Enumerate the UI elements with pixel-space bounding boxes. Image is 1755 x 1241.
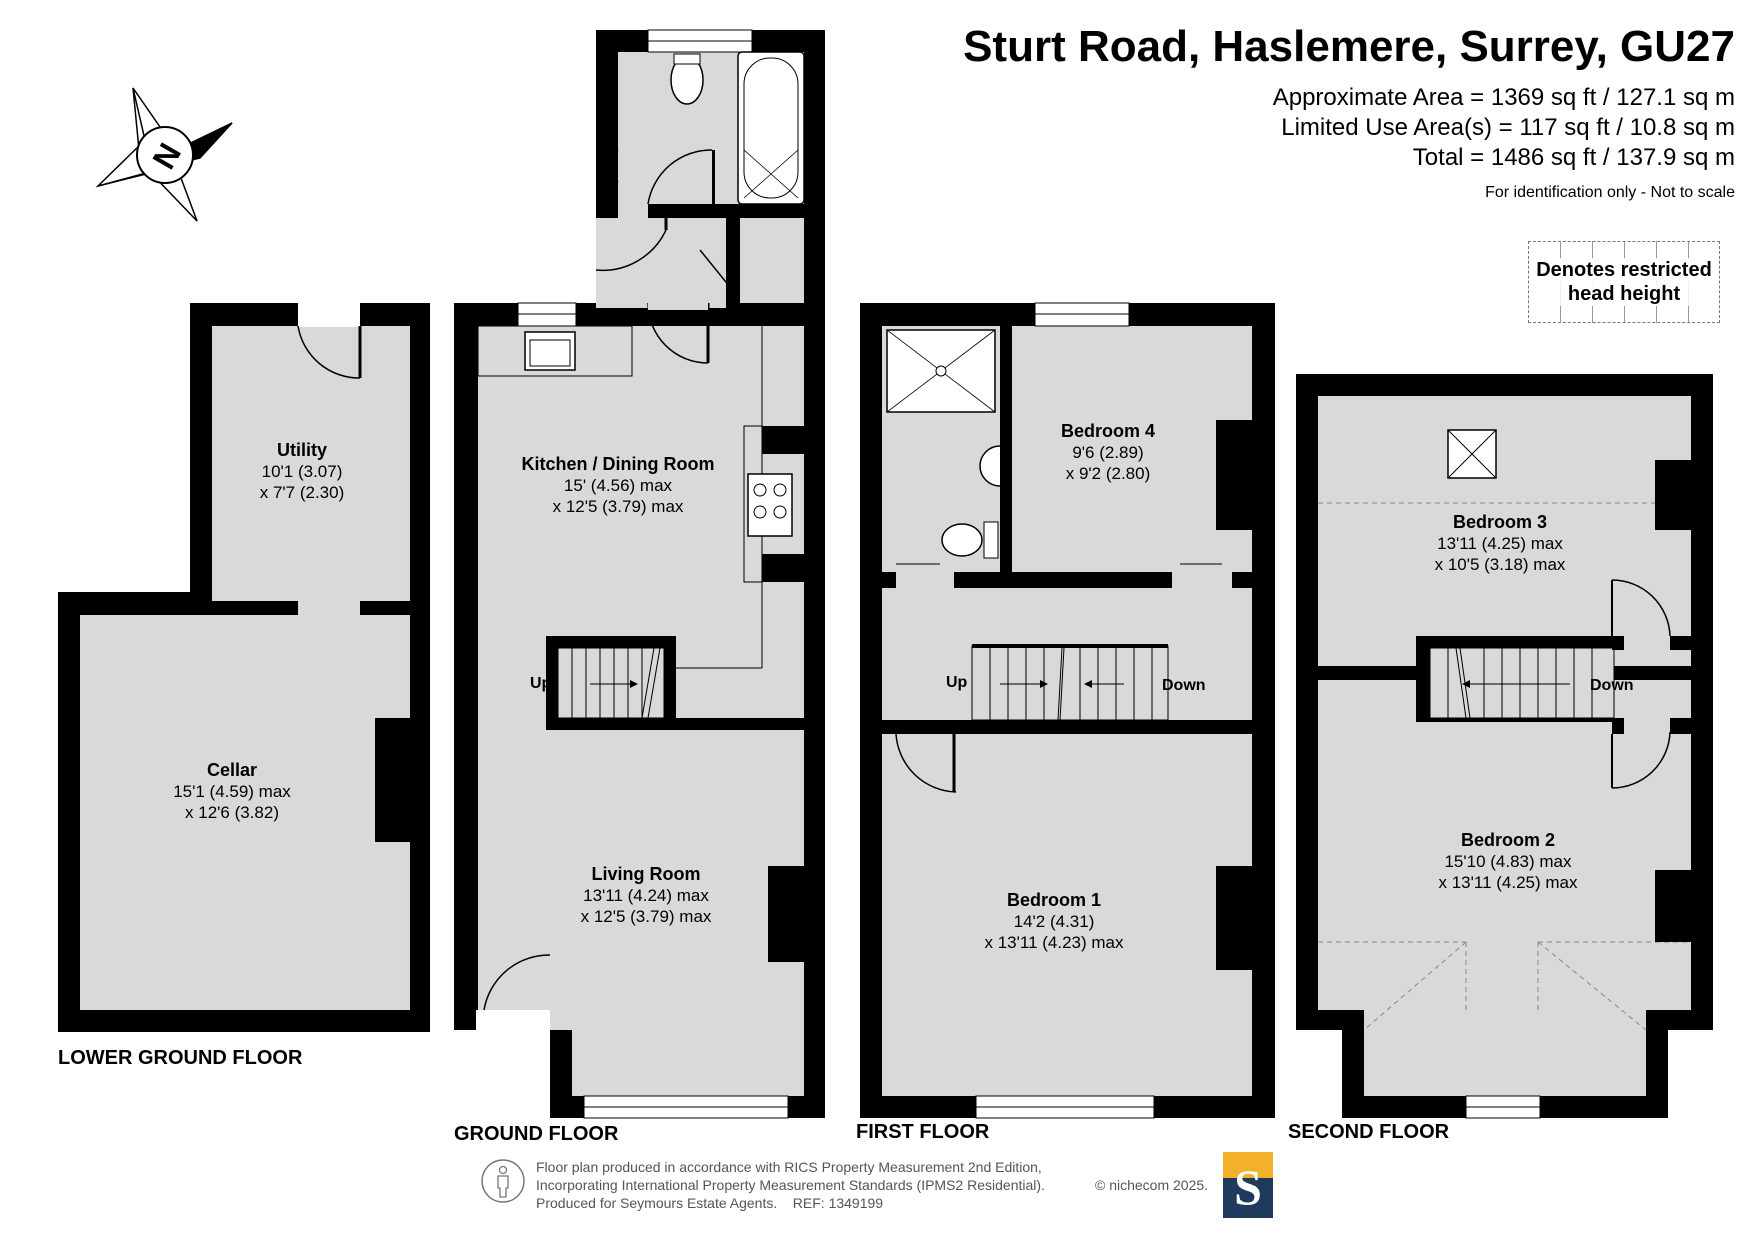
second-floor-plan — [1296, 374, 1714, 1119]
bedroom1-name: Bedroom 1 — [1007, 890, 1101, 910]
utility-dim2: x 7'7 (2.30) — [260, 483, 345, 502]
utility-name: Utility — [277, 440, 327, 460]
bedroom2-dim1: 15'10 (4.83) max — [1444, 852, 1572, 871]
first-stairs-up: Up — [946, 674, 968, 691]
legend-line2: head height — [1567, 283, 1681, 305]
lower-ground-floor-label: LOWER GROUND FLOOR — [58, 1047, 303, 1069]
bedroom1-room — [882, 734, 1252, 1096]
ground-stairs-up: Up — [530, 675, 552, 692]
stair-labels: Up Up Down Down — [530, 674, 1634, 694]
property-title: Sturt Road, Haslemere, Surrey, GU27 — [963, 22, 1735, 71]
bedroom4-dim2: x 9'2 (2.80) — [1066, 464, 1151, 483]
bedroom3-dim1: 13'11 (4.25) max — [1437, 534, 1563, 553]
cellar-name: Cellar — [207, 760, 257, 780]
second-stairs-down: Down — [1590, 677, 1634, 694]
bedroom1-dim1: 14'2 (4.31) — [1014, 912, 1095, 931]
cellar-dim1: 15'1 (4.59) max — [173, 782, 291, 801]
person-icon — [481, 1159, 525, 1203]
copyright: © nichecom 2025. — [1095, 1177, 1209, 1193]
bedroom4-name: Bedroom 4 — [1061, 421, 1155, 441]
legend-line1: Denotes restricted — [1536, 259, 1712, 281]
bedroom2-room — [1318, 680, 1691, 1010]
floor-labels: LOWER GROUND FLOOR GROUND FLOOR FIRST FL… — [58, 1047, 1450, 1145]
bedroom4-dim1: 9'6 (2.89) — [1072, 443, 1143, 462]
ground-floor-label: GROUND FLOOR — [454, 1123, 619, 1145]
utility-room — [212, 326, 410, 601]
bedroom4-room — [1012, 326, 1252, 572]
first-floor-label: FIRST FLOOR — [856, 1121, 990, 1143]
ground-floor-plan — [454, 29, 825, 1119]
utility-dim1: 10'1 (3.07) — [262, 462, 343, 481]
compass-icon: N — [95, 87, 233, 222]
bedroom2-name: Bedroom 2 — [1461, 830, 1555, 850]
lower-ground-floor-plan — [58, 303, 430, 1032]
cellar-room — [80, 615, 410, 1010]
bedroom3-room — [1318, 396, 1691, 666]
footer-text: Floor plan produced in accordance with R… — [536, 1159, 1045, 1211]
total-area: Total = 1486 sq ft / 137.9 sq m — [1412, 144, 1735, 171]
living-dim1: 13'11 (4.24) max — [583, 886, 709, 905]
bedroom2-dim2: x 13'11 (4.25) max — [1439, 873, 1578, 892]
living-name: Living Room — [592, 864, 701, 884]
first-stairs-down: Down — [1162, 677, 1206, 694]
kitchen-dim1: 15' (4.56) max — [564, 476, 673, 495]
kitchen-dim2: x 12'5 (3.79) max — [553, 497, 684, 516]
kitchen-name: Kitchen / Dining Room — [522, 454, 715, 474]
cellar-dim2: x 12'6 (3.82) — [185, 803, 279, 822]
logo-letter: S — [1234, 1159, 1262, 1215]
approximate-area: Approximate Area = 1369 sq ft / 127.1 sq… — [1272, 84, 1735, 111]
limited-use-area: Limited Use Area(s) = 117 sq ft / 10.8 s… — [1281, 114, 1735, 141]
room-labels: Utility 10'1 (3.07) x 7'7 (2.30) Cellar … — [173, 421, 1578, 952]
seymours-logo: S — [1223, 1152, 1273, 1218]
second-floor-label: SECOND FLOOR — [1288, 1121, 1450, 1143]
bedroom1-dim2: x 13'11 (4.23) max — [985, 933, 1124, 952]
bedroom3-dim2: x 10'5 (3.18) max — [1435, 555, 1566, 574]
living-dim2: x 12'5 (3.79) max — [581, 907, 712, 926]
first-floor-plan — [860, 302, 1275, 1119]
bedroom3-name: Bedroom 3 — [1453, 512, 1547, 532]
scale-disclaimer: For identification only - Not to scale — [1485, 184, 1735, 201]
